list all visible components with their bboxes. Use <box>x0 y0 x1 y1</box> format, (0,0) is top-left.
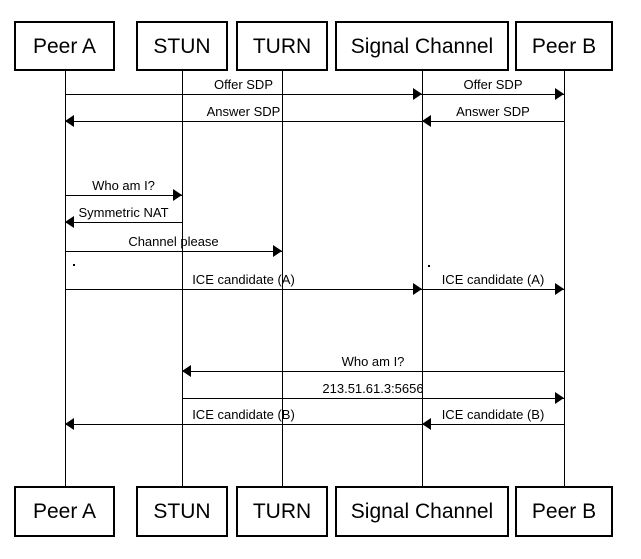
message-label: Answer SDP <box>456 104 530 119</box>
message-label: ICE candidate (B) <box>192 407 295 422</box>
actor-box-top-peer-b: Peer B <box>515 21 613 71</box>
lifeline-signal-channel <box>422 70 423 487</box>
arrowhead-right-icon <box>555 88 564 100</box>
message-line <box>65 251 282 252</box>
message-label: ICE candidate (A) <box>441 272 545 287</box>
message-line <box>422 424 564 425</box>
actor-label-turn: TURN <box>252 34 312 58</box>
actor-label-stun: STUN <box>153 500 211 523</box>
actor-label-peer-b: Peer B <box>531 500 597 523</box>
actor-label-stun: STUN <box>153 34 211 58</box>
message-line <box>182 398 564 399</box>
message-line <box>65 289 422 290</box>
arrowhead-right-icon <box>273 245 282 257</box>
message-label: Who am I? <box>92 178 155 193</box>
actor-label-peer-a: Peer A <box>32 34 97 58</box>
message-label: Offer SDP <box>213 77 273 92</box>
arrowhead-left-icon <box>65 115 74 127</box>
actor-label-peer-b: Peer B <box>531 34 597 58</box>
arrowhead-right-icon <box>555 283 564 295</box>
actor-box-bottom-turn: TURN <box>236 486 328 537</box>
arrowhead-left-icon <box>65 418 74 430</box>
message-label: ICE candidate (A) <box>192 272 295 287</box>
actor-label-turn: TURN <box>252 500 312 523</box>
message-label: Symmetric NAT <box>78 205 169 220</box>
message-line <box>182 371 564 372</box>
lifeline-turn <box>282 70 283 487</box>
message-label: Answer SDP <box>206 104 281 119</box>
arrowhead-right-icon <box>173 189 182 201</box>
actor-box-top-peer-a: Peer A <box>14 21 115 71</box>
actor-box-top-signal-channel: Signal Channel <box>335 21 509 71</box>
arrowhead-left-icon <box>182 365 191 377</box>
message-line <box>65 222 182 223</box>
message-label: Channel please <box>128 234 219 249</box>
actor-label-signal-channel: Signal Channel <box>350 500 494 523</box>
message-line <box>65 424 422 425</box>
message-line <box>422 121 564 122</box>
message-label: Who am I? <box>341 354 405 369</box>
actor-label-signal-channel: Signal Channel <box>350 34 494 58</box>
actor-label-peer-a: Peer A <box>32 500 97 523</box>
arrowhead-right-icon <box>413 88 422 100</box>
actor-box-top-stun: STUN <box>136 21 228 71</box>
message-label: ICE candidate (B) <box>441 407 545 422</box>
arrowhead-left-icon <box>422 418 431 430</box>
arrowhead-left-icon <box>422 115 431 127</box>
actor-box-top-turn: TURN <box>236 21 328 71</box>
message-line <box>422 94 564 95</box>
message-label: 213.51.61.3:5656 <box>322 381 424 396</box>
message-line <box>65 94 422 95</box>
actor-box-bottom-peer-a: Peer A <box>14 486 115 537</box>
actor-box-bottom-stun: STUN <box>136 486 228 537</box>
arrowhead-left-icon <box>65 216 74 228</box>
message-line <box>422 289 564 290</box>
lifeline-peer-b <box>564 70 565 487</box>
arrowhead-right-icon <box>413 283 422 295</box>
message-label: Offer SDP <box>463 77 523 92</box>
actor-box-bottom-signal-channel: Signal Channel <box>335 486 509 537</box>
message-line <box>65 195 182 196</box>
arrowhead-right-icon <box>555 392 564 404</box>
dot <box>73 264 75 266</box>
message-line <box>65 121 422 122</box>
actor-box-bottom-peer-b: Peer B <box>515 486 613 537</box>
dot <box>428 265 430 267</box>
lifeline-stun <box>182 70 183 487</box>
lifeline-peer-a <box>65 70 66 487</box>
